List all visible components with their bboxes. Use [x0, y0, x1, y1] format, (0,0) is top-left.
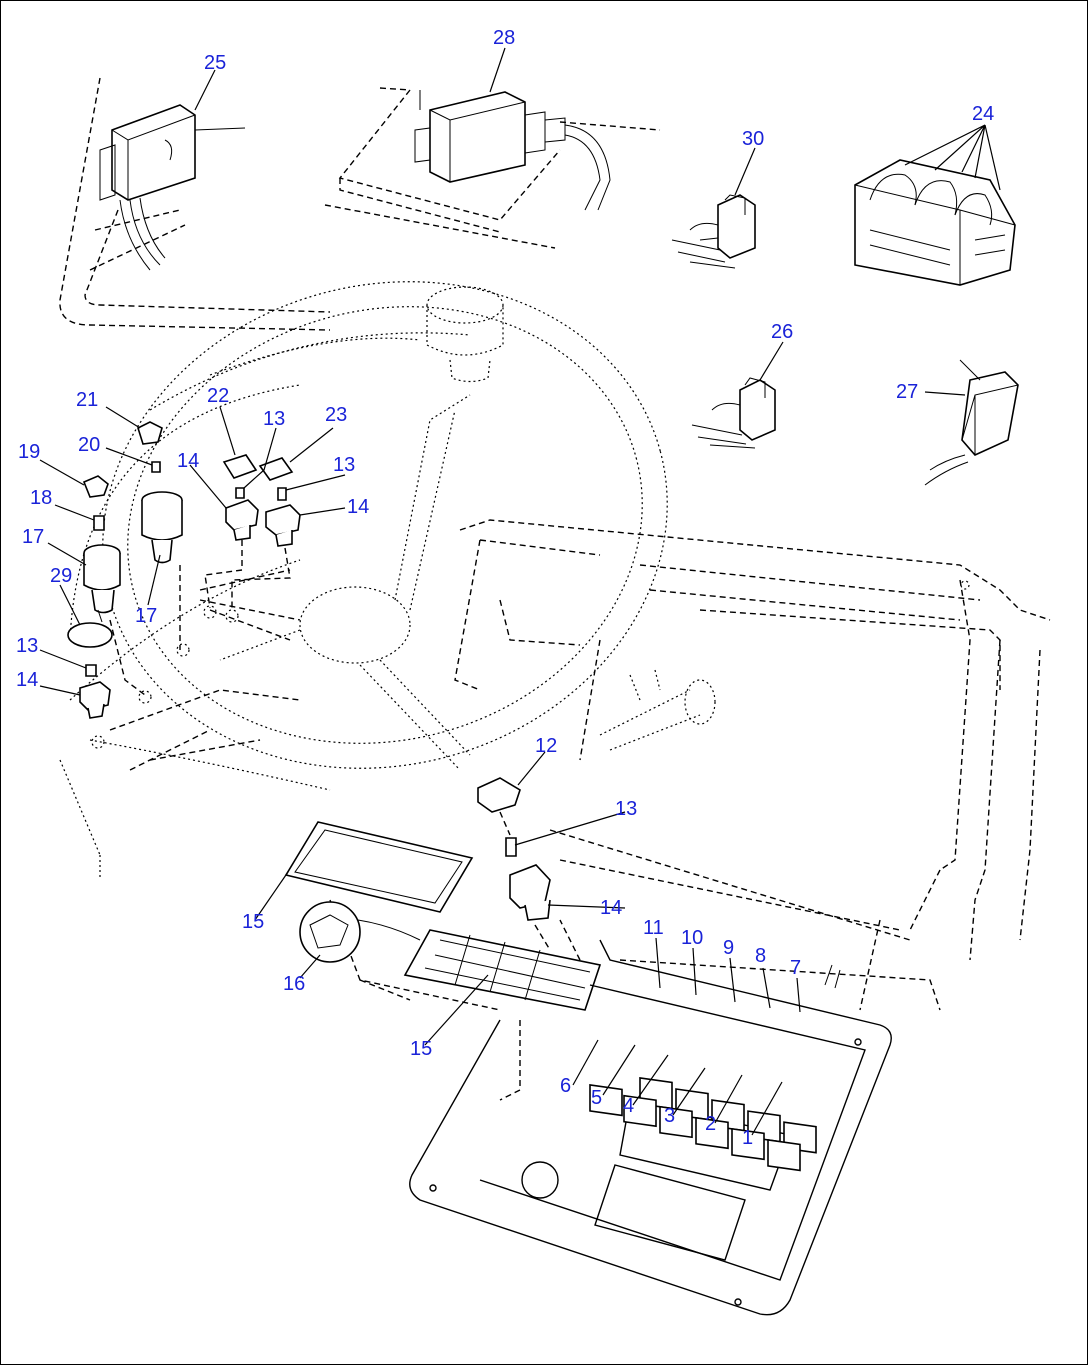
callout-30: 30 — [742, 128, 764, 150]
callout-29: 29 — [50, 565, 72, 587]
callout-6: 6 — [560, 1075, 571, 1097]
leader-lines — [39, 47, 1001, 1136]
callout-5: 5 — [591, 1087, 602, 1109]
callout-14-b: 14 — [347, 496, 369, 518]
callout-14-d: 14 — [600, 897, 622, 919]
callout-7: 7 — [790, 957, 801, 979]
switch-center — [477, 777, 551, 951]
callout-15-b: 15 — [410, 1038, 432, 1060]
callout-23: 23 — [325, 404, 347, 426]
callout-3: 3 — [664, 1105, 675, 1127]
part-24-fuse-block — [854, 159, 1016, 286]
callout-21: 21 — [76, 389, 98, 411]
part-28-unit — [414, 90, 611, 211]
callout-12: 12 — [535, 735, 557, 757]
callout-13-b: 13 — [333, 454, 355, 476]
switch-cluster-left — [67, 421, 301, 719]
switch-panel — [409, 939, 892, 1316]
callout-13-c: 13 — [16, 635, 38, 657]
callout-17-a: 17 — [22, 526, 44, 548]
callout-1: 1 — [742, 1127, 753, 1149]
callout-2: 2 — [705, 1113, 716, 1135]
callout-22: 22 — [207, 385, 229, 407]
part-15-cover — [284, 821, 474, 913]
callout-14-a: 14 — [177, 450, 199, 472]
part-26-relay — [691, 377, 776, 449]
part-16-connector — [299, 901, 421, 963]
callout-17-b: 17 — [135, 605, 157, 627]
callout-14-c: 14 — [16, 669, 38, 691]
callout-9: 9 — [723, 937, 734, 959]
part-25-relay — [99, 104, 246, 271]
dashboard-outline — [59, 77, 1051, 1101]
callout-15-a: 15 — [242, 911, 264, 933]
callout-19: 19 — [18, 441, 40, 463]
callout-13-d: 13 — [615, 798, 637, 820]
callout-11: 11 — [643, 917, 664, 939]
callout-13-a: 13 — [263, 408, 285, 430]
callout-26: 26 — [771, 321, 793, 343]
callout-4: 4 — [623, 1095, 634, 1117]
part-15-harness — [403, 929, 602, 1011]
callout-20: 20 — [78, 434, 100, 456]
callout-10: 10 — [681, 927, 703, 949]
callout-27: 27 — [896, 381, 918, 403]
callout-18: 18 — [30, 487, 52, 509]
callout-16: 16 — [283, 973, 305, 995]
part-30-relay — [671, 194, 756, 269]
part-27-unit — [924, 359, 1019, 486]
callout-24: 24 — [972, 103, 994, 125]
callout-8: 8 — [755, 945, 766, 967]
callout-25: 25 — [204, 52, 226, 74]
callout-labels: 25 28 24 30 26 27 21 22 20 13 23 19 14 1… — [16, 27, 994, 1149]
callout-28: 28 — [493, 27, 515, 49]
